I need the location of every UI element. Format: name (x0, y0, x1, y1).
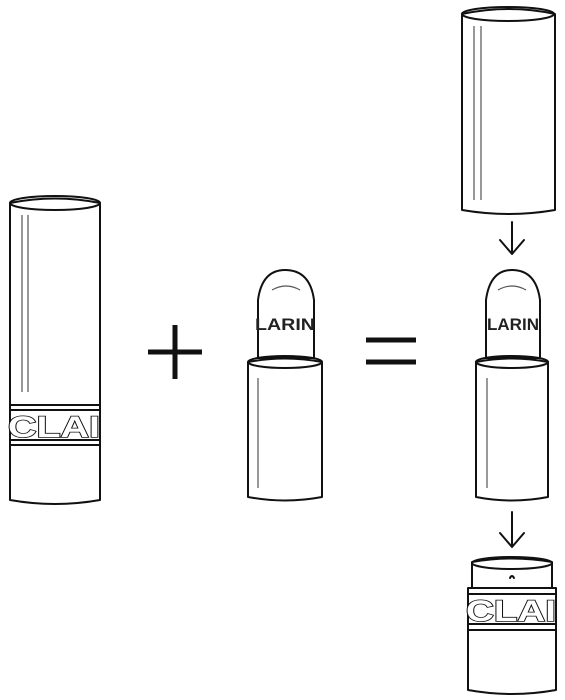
down-arrow-icon (499, 511, 525, 548)
equals-sign (366, 337, 416, 365)
plus-sign (148, 325, 202, 379)
brand-band-text: CLAI (8, 411, 100, 444)
bullet-text-right: LARIN (487, 315, 539, 334)
lipstick-bullet: LARIN (247, 269, 323, 502)
lipstick-base: CLAI (465, 556, 557, 695)
bullet-text: LARIN (255, 315, 315, 334)
lipstick-cap (461, 6, 556, 215)
down-arrow-icon (499, 221, 525, 255)
lipstick-bullet-right: LARIN (475, 269, 549, 502)
lipstick-case-closed: CLAI (7, 195, 101, 505)
brand-band-text-right: CLAI (466, 595, 556, 628)
